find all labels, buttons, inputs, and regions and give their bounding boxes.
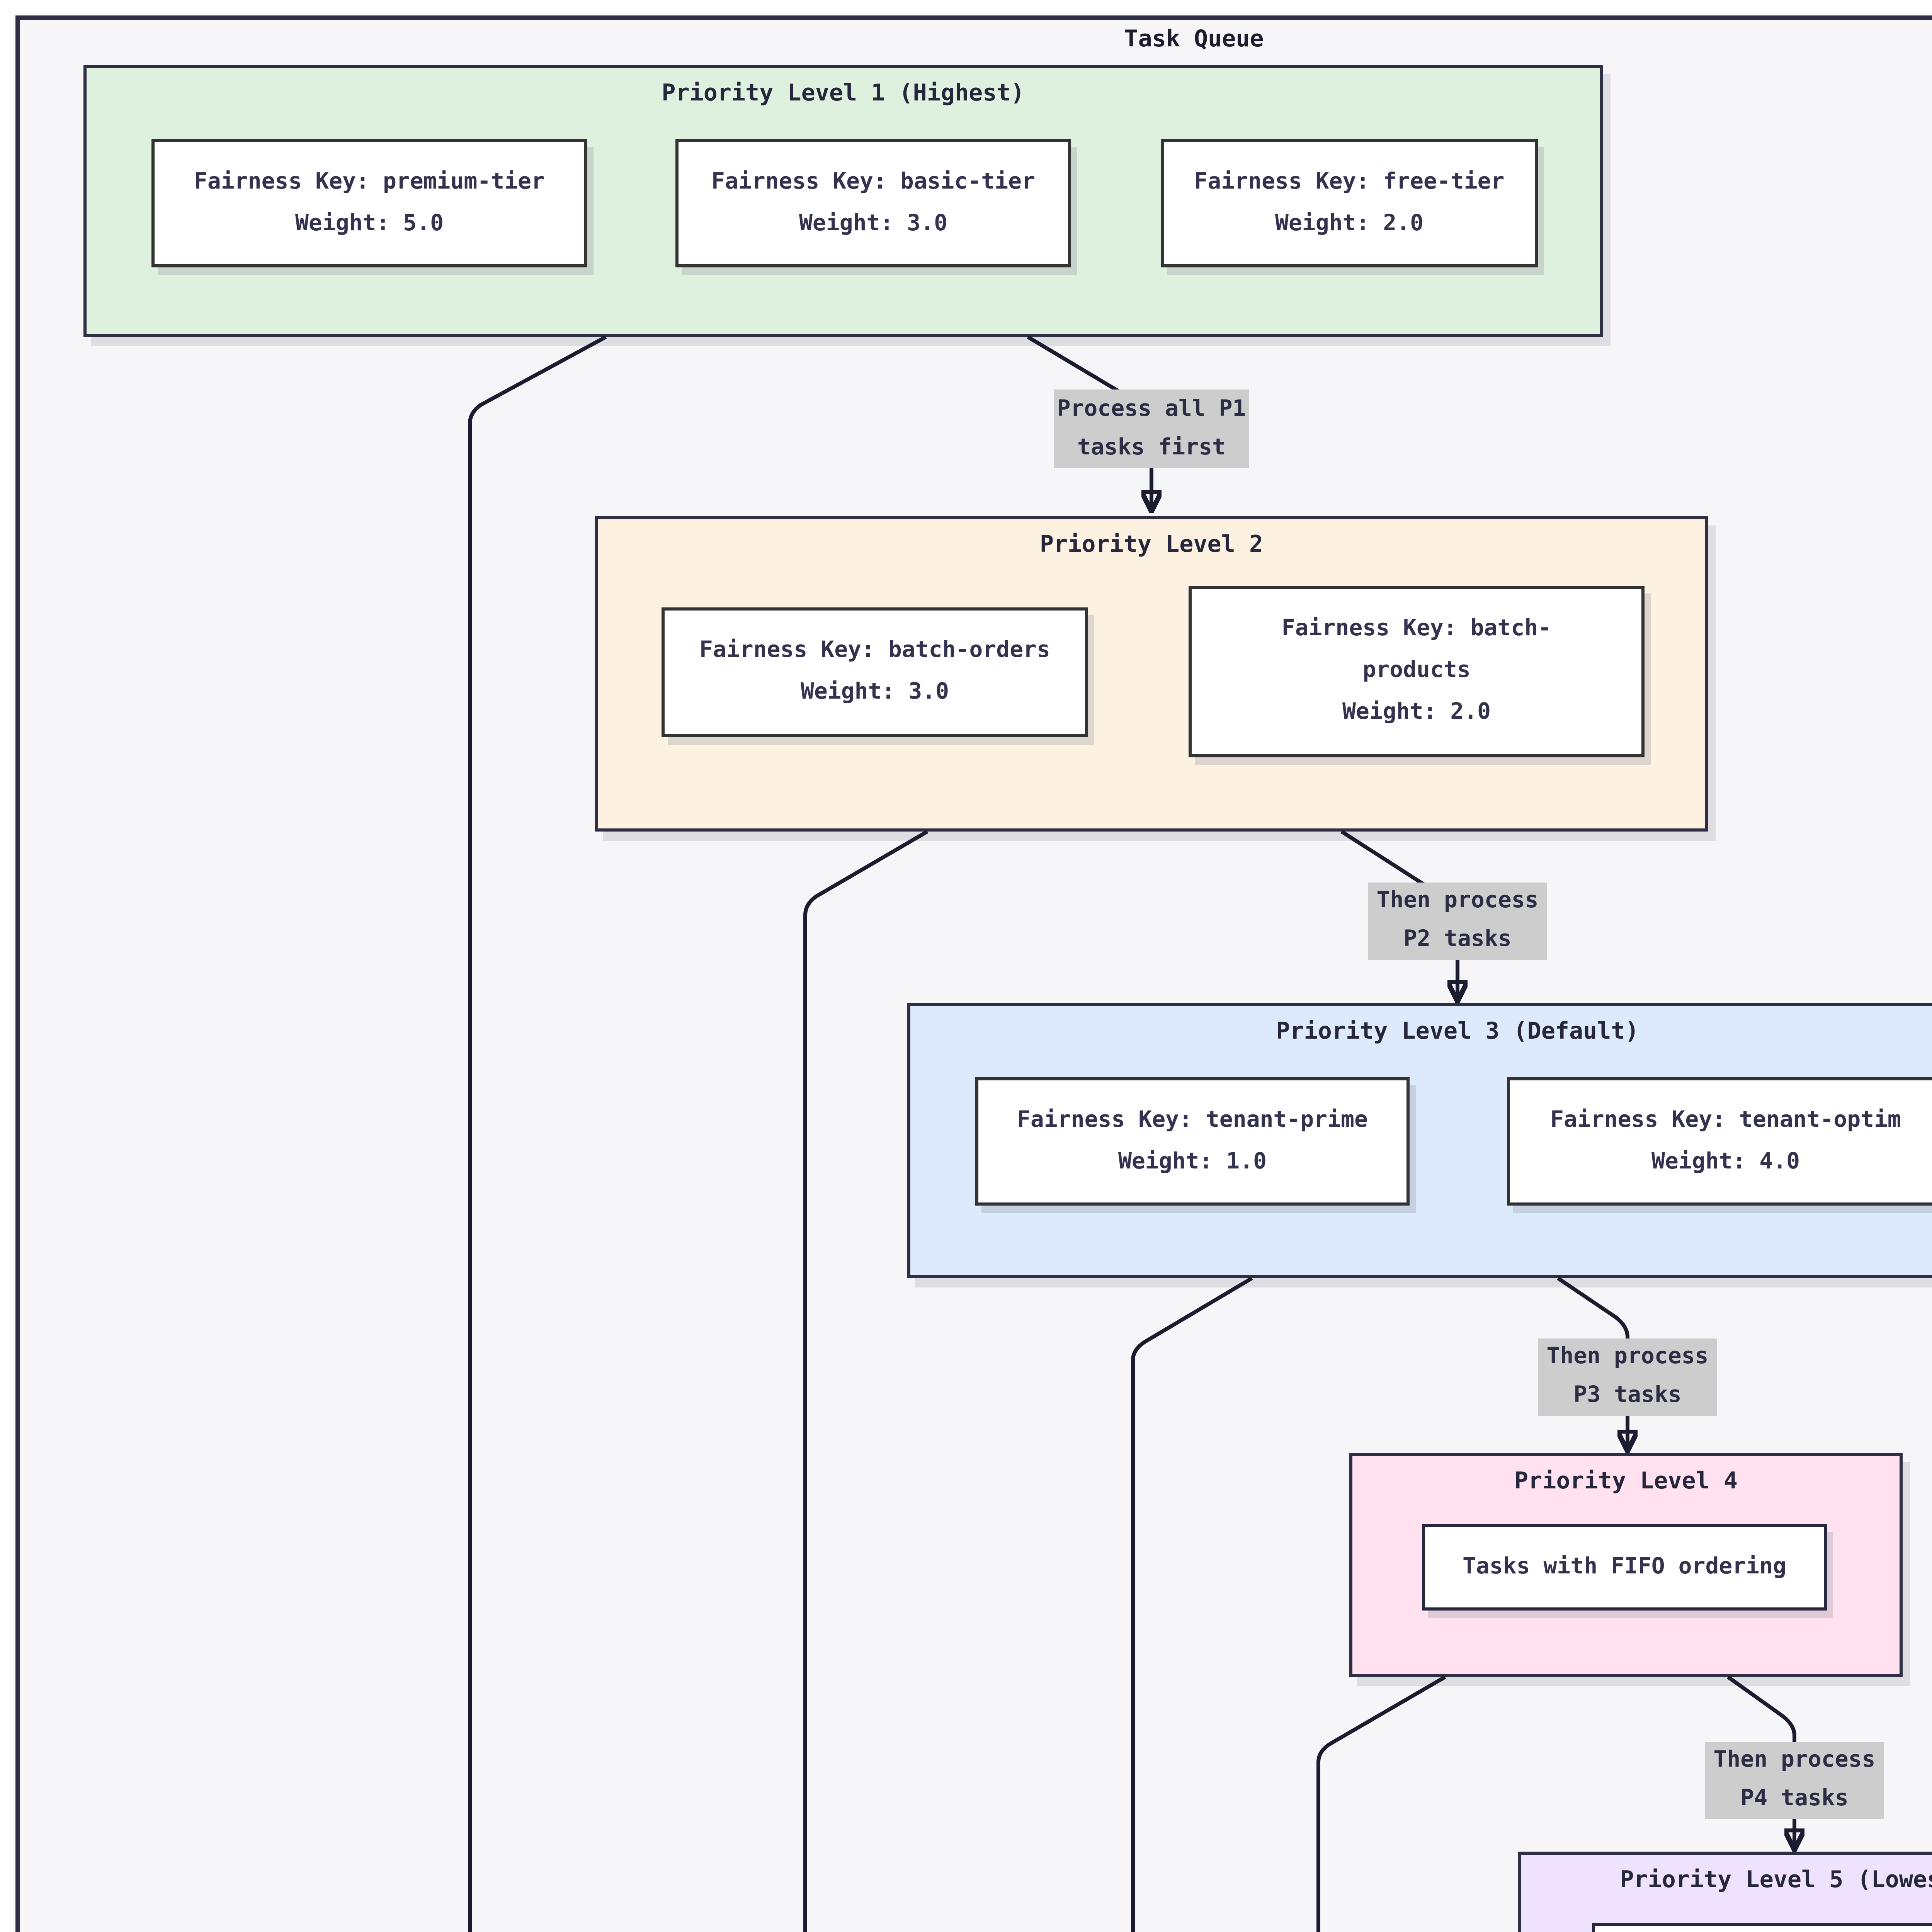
priority-level-3-title: Priority Level 3 (Default) [1276, 1017, 1639, 1045]
node-basic-tier: Fairness Key: basic-tier Weight: 3.0 [675, 139, 1071, 267]
edge-p4-to-workers [1316, 1675, 1446, 1932]
node-line: Weight: 3.0 [800, 680, 949, 705]
edge-label-line: tasks first [1077, 435, 1226, 460]
node-line: Fairness Key: tenant-prime [1017, 1107, 1368, 1132]
edge-p3-to-p4 [1557, 1276, 1628, 1448]
edge-p3-to-workers [1131, 1276, 1253, 1932]
edge-p1-to-workers [468, 335, 607, 1932]
node-line: Fairness Key: tenant-optim [1550, 1107, 1901, 1132]
edge-label-process-p4: Then process P4 tasks [1705, 1742, 1884, 1819]
node-line: Fairness Key: batch- [1281, 617, 1552, 641]
priority-level-5-title: Priority Level 5 (Lowest) [1620, 1866, 1932, 1893]
edge-p4-to-p5 [1727, 1675, 1794, 1847]
edge-label-line: P2 tasks [1403, 927, 1512, 952]
node-line: Weight: 4.0 [1651, 1149, 1800, 1174]
node-line: Weight: 5.0 [295, 211, 444, 236]
node-line: products [1362, 658, 1471, 683]
node-line: Weight: 3.0 [799, 211, 948, 236]
node-line: Weight: 2.0 [1342, 700, 1491, 725]
node-tenant-prime: Fairness Key: tenant-prime Weight: 1.0 [975, 1077, 1410, 1206]
edge-label-line: Then process [1546, 1345, 1709, 1369]
priority-level-5-group: Priority Level 5 (Lowest) [1518, 1852, 1932, 1932]
node-free-tier: Fairness Key: free-tier Weight: 2.0 [1161, 139, 1538, 267]
node-line: Fairness Key: premium-tier [194, 169, 545, 194]
priority-level-1-title: Priority Level 1 (Highest) [662, 79, 1025, 107]
node-p5-fifo-tasks: Tasks with FIFO ordering [1592, 1923, 1932, 1932]
node-line: Weight: 1.0 [1118, 1149, 1267, 1174]
edge-label-line: Then process [1713, 1748, 1876, 1773]
node-line: Fairness Key: basic-tier [711, 169, 1035, 194]
node-line: Tasks with FIFO ordering [1462, 1554, 1786, 1579]
node-line: Fairness Key: free-tier [1194, 169, 1505, 194]
edge-label-line: Then process [1376, 889, 1539, 913]
node-batch-products: Fairness Key: batch- products Weight: 2.… [1189, 586, 1645, 757]
edge-label-process-p3: Then process P3 tasks [1538, 1338, 1717, 1416]
node-batch-orders: Fairness Key: batch-orders Weight: 3.0 [662, 607, 1088, 737]
edge-p2-to-workers [803, 830, 929, 1932]
edge-label-line: Process all P1 [1057, 396, 1246, 421]
edge-label-process-p2: Then process P2 tasks [1368, 883, 1547, 960]
edge-label-line: P3 tasks [1573, 1383, 1682, 1408]
node-p4-fifo-tasks: Tasks with FIFO ordering [1422, 1524, 1827, 1611]
edge-label-line: P4 tasks [1740, 1787, 1849, 1811]
edge-label-process-p1: Process all P1 tasks first [1054, 389, 1249, 468]
priority-level-2-title: Priority Level 2 [1040, 530, 1263, 558]
node-line: Weight: 2.0 [1275, 211, 1424, 236]
priority-level-4-title: Priority Level 4 [1514, 1467, 1738, 1495]
task-queue-title: Task Queue [1124, 25, 1264, 53]
node-tenant-optim: Fairness Key: tenant-optim Weight: 4.0 [1507, 1077, 1932, 1206]
node-premium-tier: Fairness Key: premium-tier Weight: 5.0 [151, 139, 587, 267]
node-line: Fairness Key: batch-orders [699, 638, 1050, 663]
